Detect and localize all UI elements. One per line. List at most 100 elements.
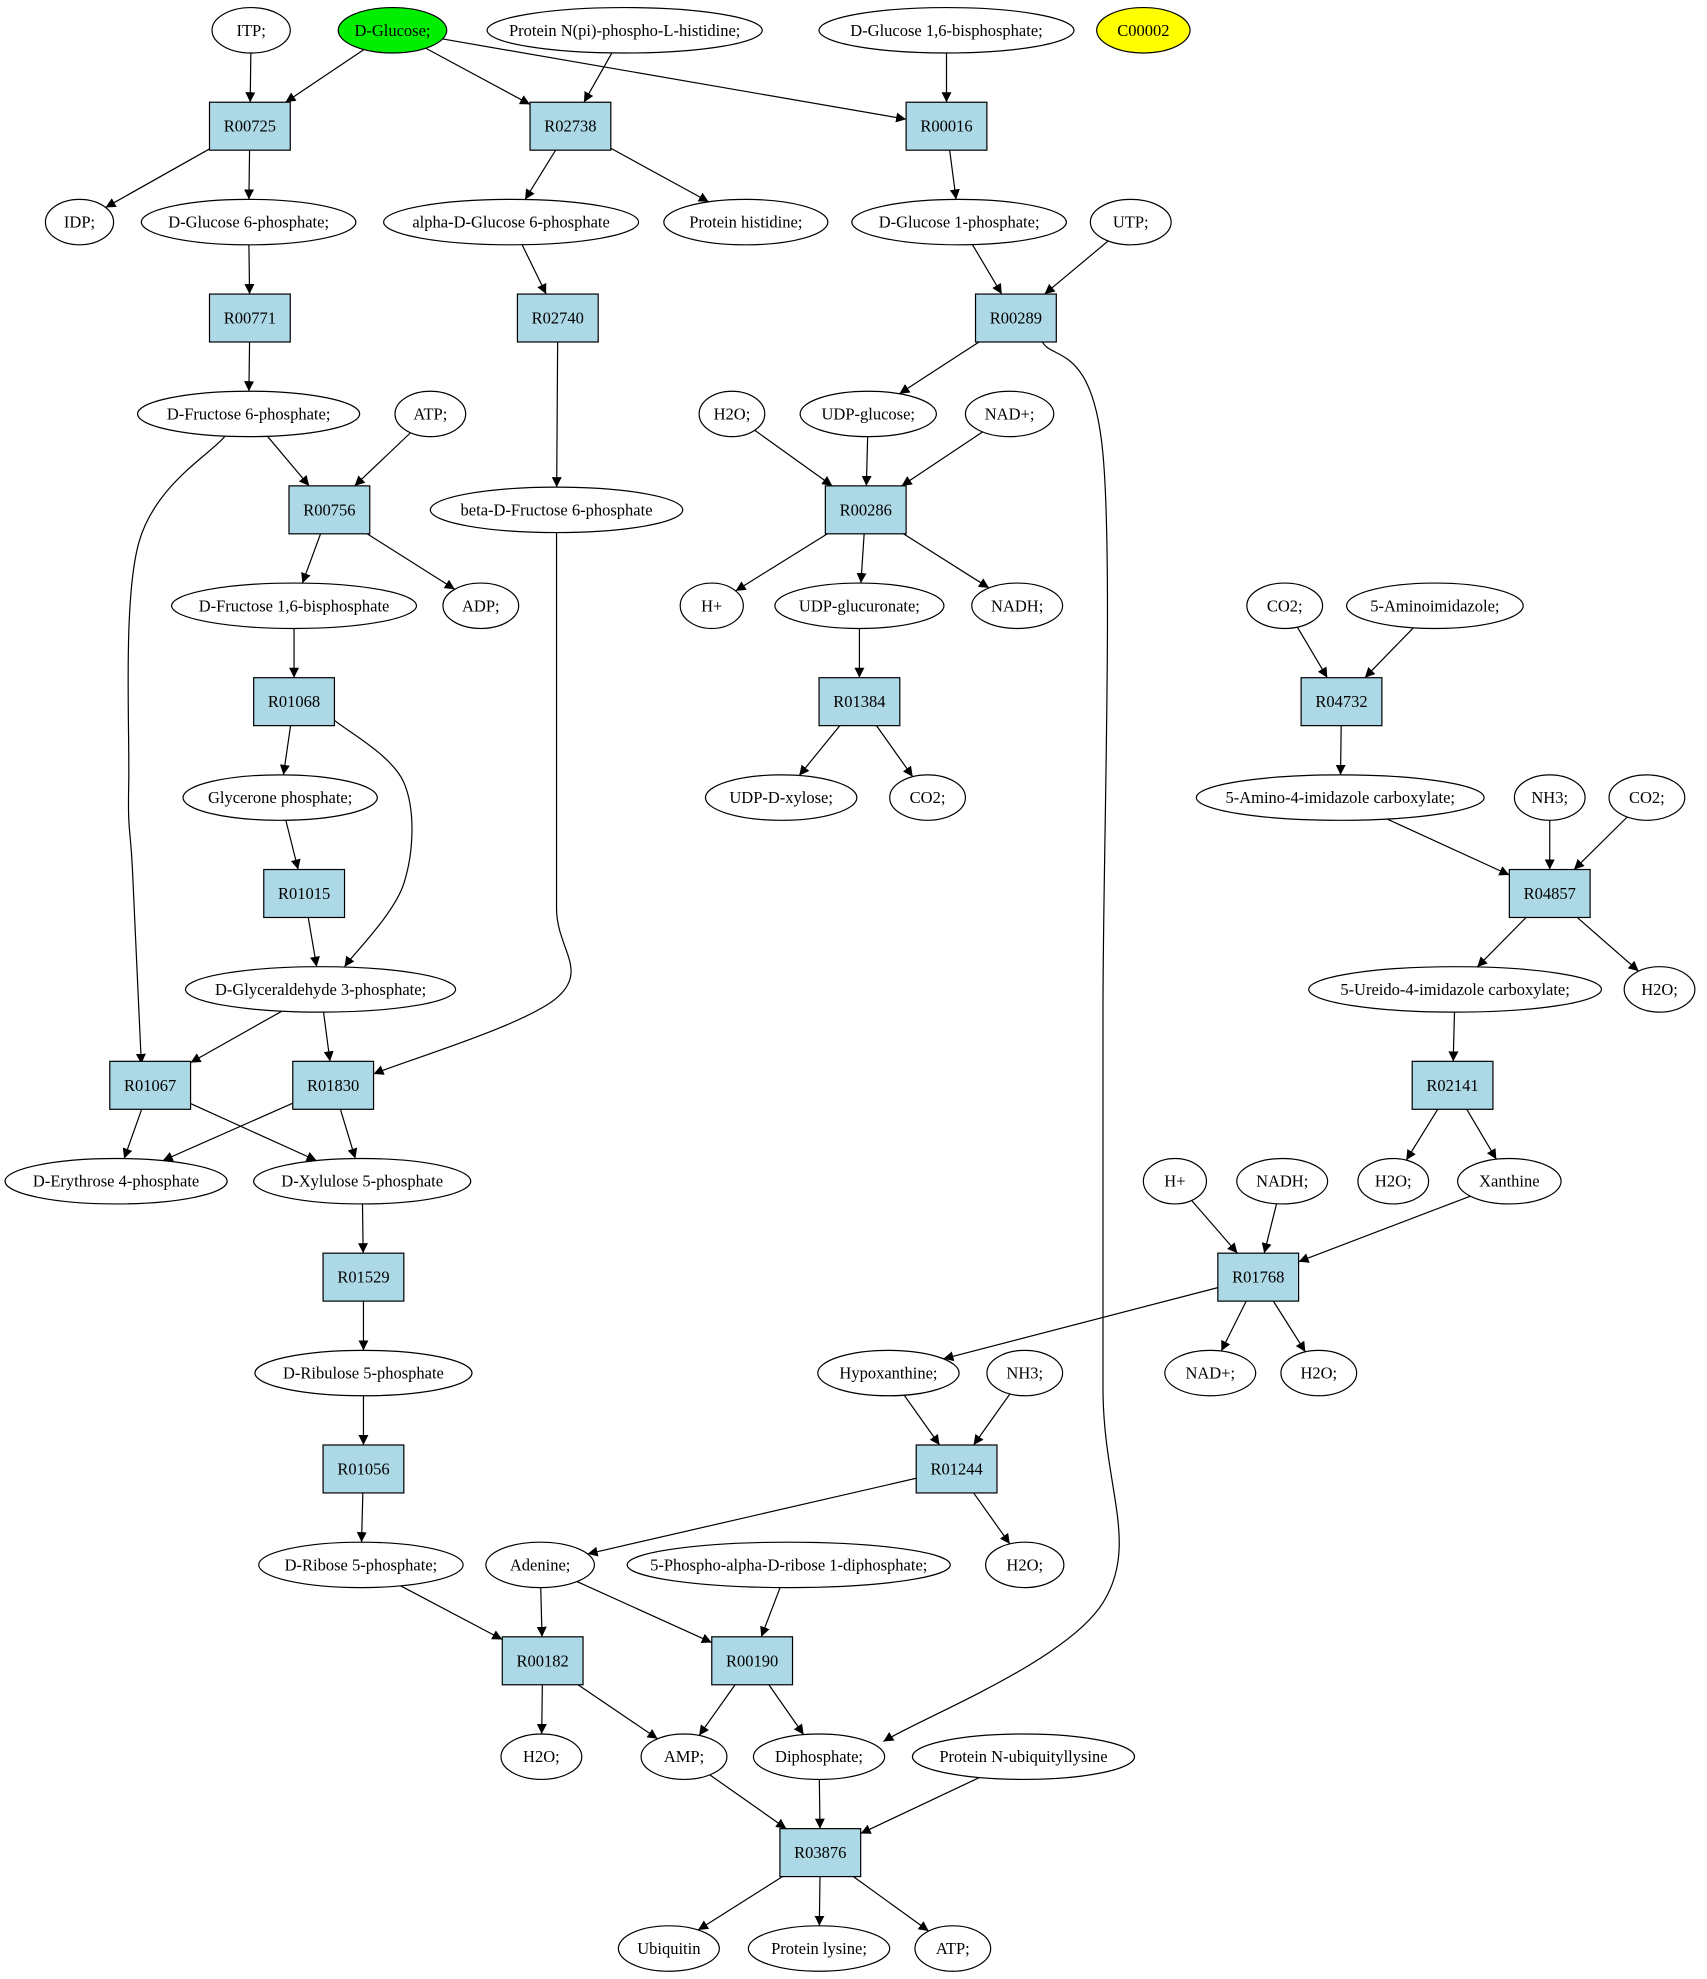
compound-node-nadp2[interactable]: NAD+; [1164,1349,1257,1397]
compound-label: D-Glyceraldehyde 3-phosphate; [215,980,426,999]
compound-node-adp[interactable]: ADP; [442,582,520,630]
compound-node-atp1[interactable]: ATP; [394,390,467,438]
compound-node-hplus2[interactable]: H+ [1142,1157,1208,1205]
compound-node-nadh1[interactable]: NADH; [971,582,1064,630]
reaction-node-R01768[interactable]: R01768 [1217,1252,1300,1302]
reaction-node-R01015[interactable]: R01015 [263,868,346,919]
compound-node-dg6p[interactable]: D-Glucose 6-phosphate; [140,198,357,246]
compound-node-uic[interactable]: 5-Ureido-4-imidazole carboxylate; [1308,966,1603,1013]
reaction-node-R00016[interactable]: R00016 [905,101,988,151]
compound-ellipse [1608,774,1686,821]
edge-nadp1-to-R00286 [901,431,983,487]
reaction-node-R03876[interactable]: R03876 [779,1828,862,1878]
compound-node-nadh2[interactable]: NADH; [1236,1157,1329,1205]
reaction-node-R00286[interactable]: R00286 [824,485,907,535]
edge-aminoimid-to-R04732 [1364,627,1414,679]
edge-R01056-to-drib5p [356,1492,367,1543]
compound-label: IDP; [64,213,95,232]
edge-R00756-to-dfbp [301,533,322,584]
compound-node-co2a[interactable]: CO2; [1246,582,1324,630]
compound-node-idp[interactable]: IDP; [44,198,115,246]
compound-ellipse [774,582,945,630]
compound-node-dglucose[interactable]: D-Glucose; [337,6,448,54]
compound-node-nh3a[interactable]: NH3; [1513,774,1586,821]
compound-node-adg6p[interactable]: alpha-D-Glucose 6-phosphate [383,198,640,246]
compound-node-utp[interactable]: UTP; [1089,198,1172,246]
compound-node-protUbi[interactable]: Protein N-ubiquityllysine [911,1733,1136,1781]
compound-node-protLys[interactable]: Protein lysine; [747,1925,891,1972]
compound-node-aminoimid[interactable]: 5-Aminoimidazole; [1345,582,1524,630]
compound-node-dr5p[interactable]: D-Ribulose 5-phosphate [254,1349,473,1397]
compound-node-c00002[interactable]: C00002 [1096,6,1191,54]
compound-label: NAD+; [1185,1364,1235,1383]
edge-R01768-to-h2o4 [1272,1300,1306,1353]
compound-node-nadp1[interactable]: NAD+; [964,390,1055,438]
reaction-node-R00182[interactable]: R00182 [501,1636,584,1686]
reaction-node-R01244[interactable]: R01244 [915,1444,998,1494]
compound-node-gp[interactable]: Glycerone phosphate; [182,774,378,821]
compound-node-bdf6p[interactable]: beta-D-Fructose 6-phosphate [429,486,684,534]
compound-node-nh3b[interactable]: NH3; [986,1349,1064,1397]
compound-node-h2o3[interactable]: H2O; [1357,1157,1430,1205]
compound-node-ubiquitin[interactable]: Ubiquitin [617,1925,720,1972]
compound-node-proteinNpi[interactable]: Protein N(pi)-phospho-L-histidine; [486,6,763,54]
compound-node-drib5p[interactable]: D-Ribose 5-phosphate; [258,1541,464,1589]
compound-node-adenine[interactable]: Adenine; [485,1541,596,1589]
compound-label: H2O; [1300,1364,1337,1383]
compound-node-co2c[interactable]: CO2; [1608,774,1686,821]
compound-node-h2o6[interactable]: H2O; [500,1733,583,1781]
edge-co2c-to-R04857 [1573,816,1628,870]
compound-node-dglc16bp[interactable]: D-Glucose 1,6-bisphosphate; [818,6,1075,54]
reaction-box [711,1636,794,1686]
reaction-node-R00771[interactable]: R00771 [208,293,291,343]
reaction-node-R01384[interactable]: R01384 [818,677,901,727]
compound-node-diph[interactable]: Diphosphate; [752,1733,886,1781]
compound-node-dg1p[interactable]: D-Glucose 1-phosphate; [851,198,1067,246]
edge-R00289-to-diph [883,341,1120,1743]
compound-node-protHis[interactable]: Protein histidine; [663,198,829,246]
reaction-node-R00190[interactable]: R00190 [711,1636,794,1686]
compound-label: D-Ribulose 5-phosphate [283,1364,444,1383]
compound-node-h2o1[interactable]: H2O; [698,390,766,438]
compound-node-amp[interactable]: AMP; [640,1733,728,1781]
compound-node-xanthine[interactable]: Xanthine [1457,1157,1562,1205]
compound-node-co2b[interactable]: CO2; [889,774,967,821]
compound-node-aic[interactable]: 5-Amino-4-imidazole carboxylate; [1195,774,1485,821]
compound-node-udpglc[interactable]: UDP-glucose; [799,390,938,438]
edge-R00756-to-adp [366,533,456,590]
reaction-node-R01067[interactable]: R01067 [109,1060,192,1110]
compound-node-atp2[interactable]: ATP; [914,1925,992,1972]
compound-node-h2o5[interactable]: H2O; [985,1541,1065,1589]
compound-node-dfbp[interactable]: D-Fructose 1,6-bisphosphate [171,582,418,630]
compound-node-h2o2[interactable]: H2O; [1623,966,1696,1013]
reaction-node-R01068[interactable]: R01068 [253,677,336,727]
compound-label: Hypoxanthine; [839,1364,937,1383]
edge-R02141-to-h2o3 [1405,1108,1439,1161]
compound-label: D-Erythrose 4-phosphate [33,1172,199,1191]
compound-node-dx5p[interactable]: D-Xylulose 5-phosphate [253,1157,472,1205]
compound-node-de4p[interactable]: D-Erythrose 4-phosphate [4,1157,228,1205]
compound-node-hypox[interactable]: Hypoxanthine; [817,1349,960,1397]
reaction-node-R04857[interactable]: R04857 [1508,868,1591,919]
reaction-node-R02738[interactable]: R02738 [529,101,612,151]
reaction-node-R01830[interactable]: R01830 [292,1060,375,1110]
compound-node-udpgluc[interactable]: UDP-glucuronate; [774,582,945,630]
compound-node-prpp[interactable]: 5-Phospho-alpha-D-ribose 1-diphosphate; [626,1541,951,1589]
reaction-node-R00289[interactable]: R00289 [974,293,1057,343]
reaction-node-R02141[interactable]: R02141 [1411,1060,1494,1110]
compound-node-h2o4[interactable]: H2O; [1280,1349,1358,1397]
reaction-node-R00756[interactable]: R00756 [288,485,371,535]
compound-label: D-Glucose; [354,21,430,40]
edge-R01768-to-hypox [943,1287,1218,1362]
compound-node-udpxyl[interactable]: UDP-D-xylose; [704,774,858,821]
reaction-node-R02740[interactable]: R02740 [516,293,599,343]
reaction-node-R00725[interactable]: R00725 [208,101,291,151]
reaction-node-R01529[interactable]: R01529 [322,1252,405,1302]
reaction-node-R01056[interactable]: R01056 [322,1444,405,1494]
compound-node-itp[interactable]: ITP; [211,6,291,54]
compound-label: Ubiquitin [637,1939,700,1958]
reaction-node-R04732[interactable]: R04732 [1300,677,1383,727]
compound-node-hplus1[interactable]: H+ [679,582,744,630]
compound-node-g3p[interactable]: D-Glyceraldehyde 3-phosphate; [184,966,457,1013]
compound-node-df6p[interactable]: D-Fructose 6-phosphate; [136,390,361,438]
